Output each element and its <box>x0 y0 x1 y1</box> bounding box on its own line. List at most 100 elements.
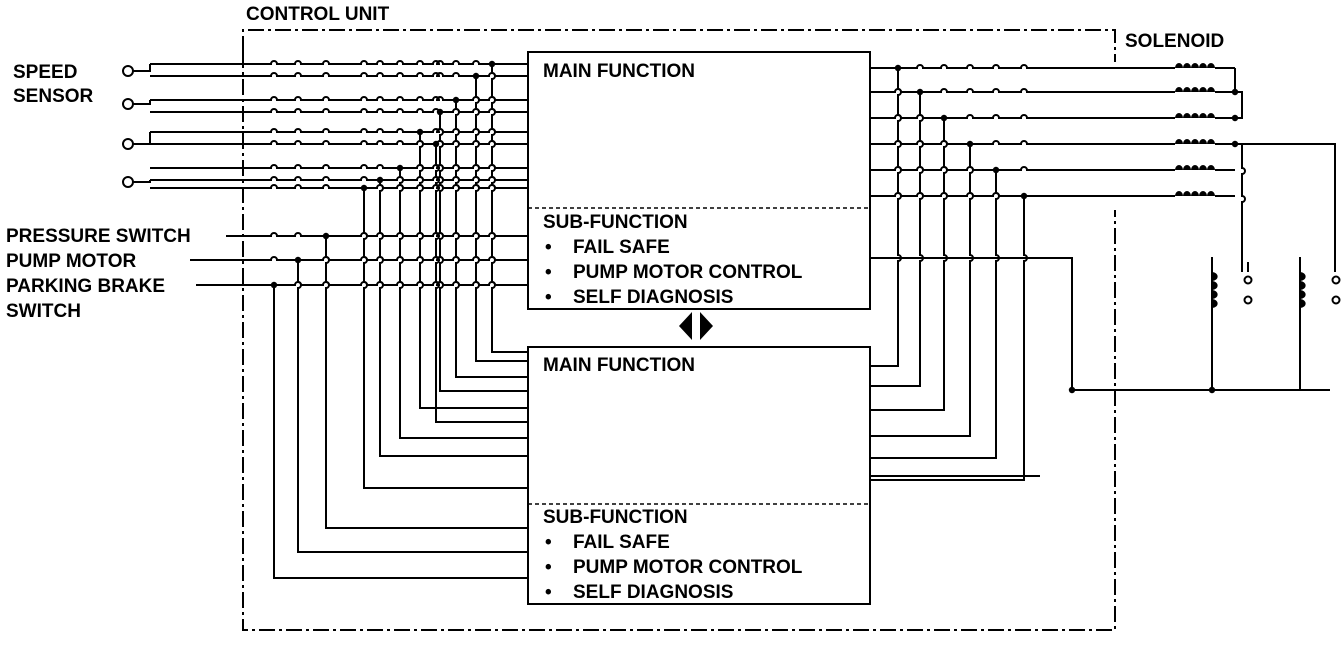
parking-brake-label-line1: PARKING BRAKE <box>6 276 165 297</box>
left-input-wire <box>150 140 528 145</box>
upper-bullet-1: • <box>545 237 552 258</box>
pump-motor-label: PUMP MOTOR <box>6 251 136 272</box>
junction-dot <box>966 140 974 148</box>
ground-icon <box>1326 344 1344 354</box>
lower-sub-function-title: SUB-FUNCTION <box>543 507 688 528</box>
left-input-wire <box>150 96 528 101</box>
lower-main-function-title: MAIN FUNCTION <box>543 355 695 376</box>
junction-dot <box>452 96 460 104</box>
relay-contact <box>1331 295 1341 305</box>
junction-dot <box>488 60 496 68</box>
speed-sensor-label-line2: SENSOR <box>13 86 94 107</box>
pressure-switch-label: PRESSURE SWITCH <box>6 226 191 247</box>
left-input-wire <box>226 232 528 237</box>
ground-icon <box>1238 344 1258 354</box>
pump-motor-control-wire <box>870 257 1073 390</box>
wiring <box>133 29 1336 631</box>
pump-motor-relay-1 <box>1212 272 1258 354</box>
upper-sub-item-pump-motor-control: PUMP MOTOR CONTROL <box>573 262 803 283</box>
left-input-wire <box>196 281 528 286</box>
lower-sub-item-pump-motor-control: PUMP MOTOR CONTROL <box>573 557 803 578</box>
junction-dot <box>1231 114 1239 122</box>
right-lower-branch <box>870 196 1028 481</box>
left-input-wire <box>150 72 528 77</box>
solenoid-common <box>1235 91 1243 119</box>
speed-sensor-terminal <box>122 138 134 150</box>
junction-dot <box>436 108 444 116</box>
control-unit-boundary <box>242 29 1116 631</box>
sensor-lead <box>133 64 151 72</box>
junction-dot <box>940 114 948 122</box>
solenoid-coil-icon <box>1175 165 1215 170</box>
upper-main-function-title: MAIN FUNCTION <box>543 61 695 82</box>
left-input-wire <box>150 60 528 65</box>
junction-dot <box>1231 88 1239 96</box>
parking-brake-label-line2: SWITCH <box>6 301 81 322</box>
junction-dot <box>294 256 302 264</box>
left-lower-branch <box>273 285 528 579</box>
sensor-lead <box>133 132 151 145</box>
junction-dot <box>916 88 924 96</box>
speed-sensor-terminal <box>122 176 134 188</box>
upper-bullet-2: • <box>545 262 552 283</box>
upper-sub-function-title: SUB-FUNCTION <box>543 212 688 233</box>
left-input-wire <box>150 164 528 169</box>
lower-function-block <box>527 346 871 605</box>
upper-sub-item-fail-safe: FAIL SAFE <box>573 237 670 258</box>
solenoid-coil-icon <box>1175 87 1215 92</box>
lower-bullet-3: • <box>545 582 552 603</box>
relay-contact <box>1243 295 1253 305</box>
junction-dot <box>472 72 480 80</box>
left-input-wire <box>150 108 528 113</box>
solenoid-label: SOLENOID <box>1125 31 1224 52</box>
left-input-wire <box>150 128 528 133</box>
left-lower-branch <box>435 144 528 423</box>
upper-function-block <box>527 51 871 310</box>
junction-dot <box>322 232 330 240</box>
junction-dot <box>376 176 384 184</box>
lower-sub-item-fail-safe: FAIL SAFE <box>573 532 670 553</box>
junction-dot <box>1020 192 1028 200</box>
left-input-wire <box>190 256 528 261</box>
junction-dot <box>360 184 368 192</box>
left-input-wire <box>150 184 528 189</box>
upper-bullet-3: • <box>545 287 552 308</box>
solenoid-feed <box>1235 143 1336 272</box>
junction-dot <box>396 164 404 172</box>
left-lower-branch <box>491 64 528 353</box>
pump-motor-relay-2 <box>1300 272 1344 354</box>
solenoid-common <box>1235 143 1246 272</box>
solenoid-coil-icon <box>1175 63 1215 68</box>
junction-dot <box>270 281 278 289</box>
speed-sensor-label-line1: SPEED <box>13 62 77 83</box>
right-output-wire <box>870 88 1175 93</box>
block-link-arrow <box>679 312 713 340</box>
upper-sub-item-self-diagnosis: SELF DIAGNOSIS <box>573 287 733 308</box>
solenoid-coil-icon <box>1175 191 1215 196</box>
left-input-wire <box>150 176 528 181</box>
solenoid-coil-icon <box>1175 113 1215 118</box>
lower-sub-item-self-diagnosis: SELF DIAGNOSIS <box>573 582 733 603</box>
right-output-wire <box>870 114 1175 119</box>
sensor-lead <box>133 180 151 183</box>
relay-contact <box>1243 275 1253 285</box>
components <box>122 51 1344 605</box>
solenoid-coil-icon <box>1175 139 1215 144</box>
control-unit-label: CONTROL UNIT <box>246 4 390 25</box>
relay-contact <box>1331 275 1341 285</box>
junction-dot <box>416 128 424 136</box>
right-lower-branch <box>870 92 924 387</box>
lower-bullet-1: • <box>545 532 552 553</box>
junction-dot <box>1208 386 1216 394</box>
right-output-wire <box>870 192 1175 197</box>
right-output-wire <box>870 64 1175 69</box>
right-lower-branch <box>870 68 902 367</box>
junction-dot <box>992 166 1000 174</box>
right-lower-branch <box>870 170 1000 459</box>
right-output-wire <box>870 166 1175 171</box>
junction-dot <box>894 64 902 72</box>
right-output-wire <box>870 140 1175 145</box>
junction-dot <box>1068 386 1076 394</box>
relay-coil-line <box>870 389 1330 477</box>
